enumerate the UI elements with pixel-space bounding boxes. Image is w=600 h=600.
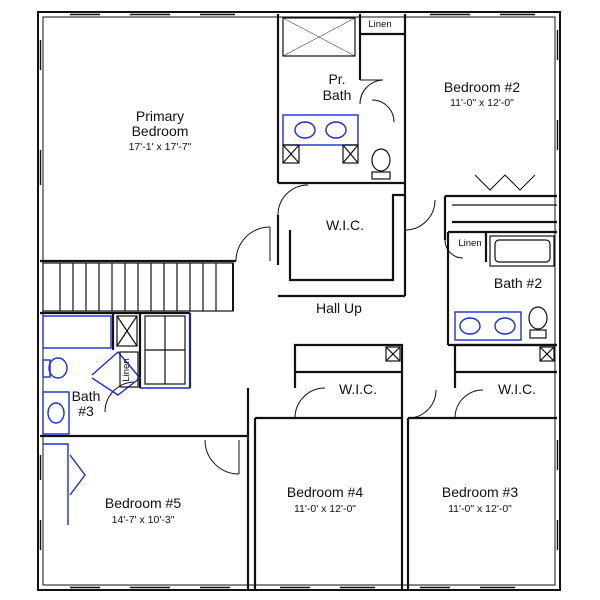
wic-bed3-label: W.I.C. [498, 381, 536, 397]
bedroom4-dims: 11'-0' x 12'-0" [294, 503, 356, 515]
staircase [42, 262, 234, 312]
bedroom5-name: Bedroom #5 [105, 495, 181, 511]
bath2-name: Bath #2 [494, 275, 542, 291]
wic-bed4-label: W.I.C. [339, 381, 377, 397]
wic-primary-label: W.I.C. [326, 217, 364, 233]
pr-bath-name-1: Pr. [328, 71, 345, 87]
interior-walls [40, 14, 557, 590]
windows [39, 13, 559, 589]
fixtures-black [116, 17, 557, 388]
linen-top-label: Linen [368, 19, 391, 30]
room-labels: Primary Bedroom 17'-1' x 17'-7" Pr. Bath… [72, 19, 543, 526]
primary-bedroom-dims: 17'-1' x 17'-7" [129, 141, 192, 153]
linen-bath3-label: Linen [121, 358, 132, 381]
bath3-name-2: #3 [78, 403, 94, 419]
bedroom4-name: Bedroom #4 [287, 484, 363, 500]
pr-bath-name-2: Bath [323, 87, 352, 103]
primary-bedroom-name-1: Primary [136, 108, 184, 124]
primary-bedroom-name-2: Bedroom [132, 123, 189, 139]
linen-bath2-label: Linen [458, 238, 481, 249]
door-swings [104, 79, 536, 475]
bedroom3-dims: 11'-0" x 12'-0" [448, 503, 512, 515]
fixtures [42, 114, 522, 525]
bedroom3-name: Bedroom #3 [442, 484, 518, 500]
bedroom2-dims: 11'-0" x 12'-0" [450, 97, 514, 109]
hall-up-label: Hall Up [316, 300, 362, 316]
bath3-name-1: Bath [72, 388, 101, 404]
bedroom5-dims: 14'-7' x 10'-3" [112, 514, 175, 526]
bedroom2-name: Bedroom #2 [444, 79, 520, 95]
